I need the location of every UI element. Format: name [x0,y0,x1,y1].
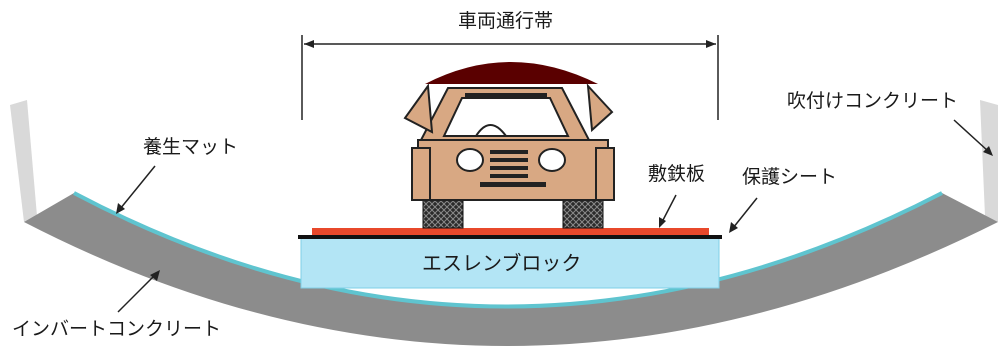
vehicle [403,62,615,229]
invert-concrete-label: インバートコンクリート [12,318,222,340]
protective-sheet [298,235,722,239]
sprayed-concrete-label: 吹付けコンクリート [787,90,959,112]
steel-plate-label: 敷鉄板 [648,163,706,185]
right-sprayed-concrete-wall [980,100,998,222]
protective-sheet-label: 保護シート [742,166,838,188]
lane-width-dimension [301,35,719,120]
left-sprayed-concrete-wall [10,100,37,222]
invert-concrete [24,193,998,346]
lane-width-label: 車両通行帯 [458,10,554,32]
steel-plate [312,228,709,235]
right-tire [562,197,604,229]
left-tire [422,197,464,229]
leader-arrows [116,119,993,313]
eps-block-label: エスレンブロック [422,251,582,275]
eps-block [300,237,720,289]
curing-mat [73,191,943,309]
curing-mat-label: 養生マット [143,136,239,158]
